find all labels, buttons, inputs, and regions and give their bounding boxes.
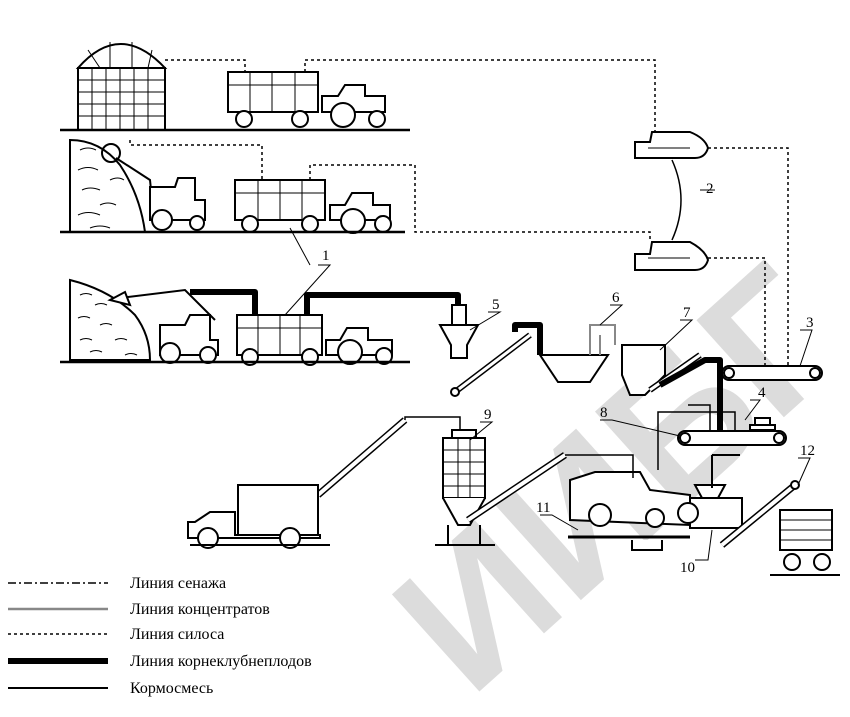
pneumatic-pipe	[315, 416, 461, 498]
callout-leaders	[284, 189, 813, 561]
forage-truck-top	[227, 71, 386, 128]
legend-label: Линия корнеклубнеплодов	[130, 653, 312, 670]
loader-tractor	[101, 143, 206, 231]
root-loader-tractor	[107, 288, 219, 364]
legend: Линия сенажа Линия концентратов Линия си…	[8, 575, 312, 697]
forage-truck-middle	[234, 179, 392, 234]
callout-1: 1	[322, 248, 330, 264]
root-crop-heap	[69, 278, 152, 361]
legend-item-feed-mixture: Кормосмесь	[8, 680, 213, 697]
mixture-line	[565, 404, 736, 478]
callout-11: 11	[536, 500, 550, 516]
concentrate-line	[589, 324, 616, 355]
silo-conveyor	[466, 452, 567, 523]
legend-label: Кормосмесь	[130, 680, 213, 697]
legend-item-silage-haylage: Линия сенажа	[8, 575, 226, 592]
callout-9: 9	[484, 407, 492, 423]
legend-label: Линия концентратов	[130, 601, 270, 618]
conveyor-4	[677, 417, 787, 446]
callout-6: 6	[612, 290, 620, 306]
callout-10: 10	[680, 560, 695, 576]
root-crop-line	[190, 289, 723, 430]
washer-6	[538, 354, 610, 383]
callout-5: 5	[492, 297, 500, 313]
legend-label: Линия силоса	[130, 626, 224, 643]
callout-8: 8	[600, 405, 608, 421]
hopper-7	[621, 344, 702, 396]
callout-12: 12	[800, 443, 815, 459]
machine-11	[568, 471, 691, 551]
hopper-5	[438, 304, 532, 397]
loader-12	[719, 480, 800, 548]
callouts: 1 2 3 4 5 6 7 8 9 10 11 12	[322, 181, 815, 576]
silo-9	[435, 429, 495, 546]
feeder-upper	[634, 131, 710, 159]
forage-truck-bottom	[236, 314, 393, 366]
legend-label: Линия сенажа	[130, 575, 226, 592]
feeder-lower	[634, 241, 710, 271]
feeder-link	[671, 159, 682, 241]
trailer	[770, 509, 840, 576]
callout-3: 3	[806, 315, 814, 331]
silage-lines	[129, 59, 789, 366]
callout-2: 2	[706, 181, 714, 197]
legend-item-root-crops: Линия корнеклубнеплодов	[8, 653, 312, 670]
feed-truck	[187, 484, 330, 549]
conveyor-3	[721, 365, 823, 381]
callout-4: 4	[758, 385, 766, 401]
mixer-10	[677, 454, 743, 529]
legend-item-concentrates: Линия концентратов	[8, 601, 270, 618]
silo-tower	[75, 42, 168, 131]
callout-7: 7	[683, 305, 691, 321]
legend-item-silage: Линия силоса	[8, 626, 224, 643]
silage-heap	[69, 138, 147, 233]
